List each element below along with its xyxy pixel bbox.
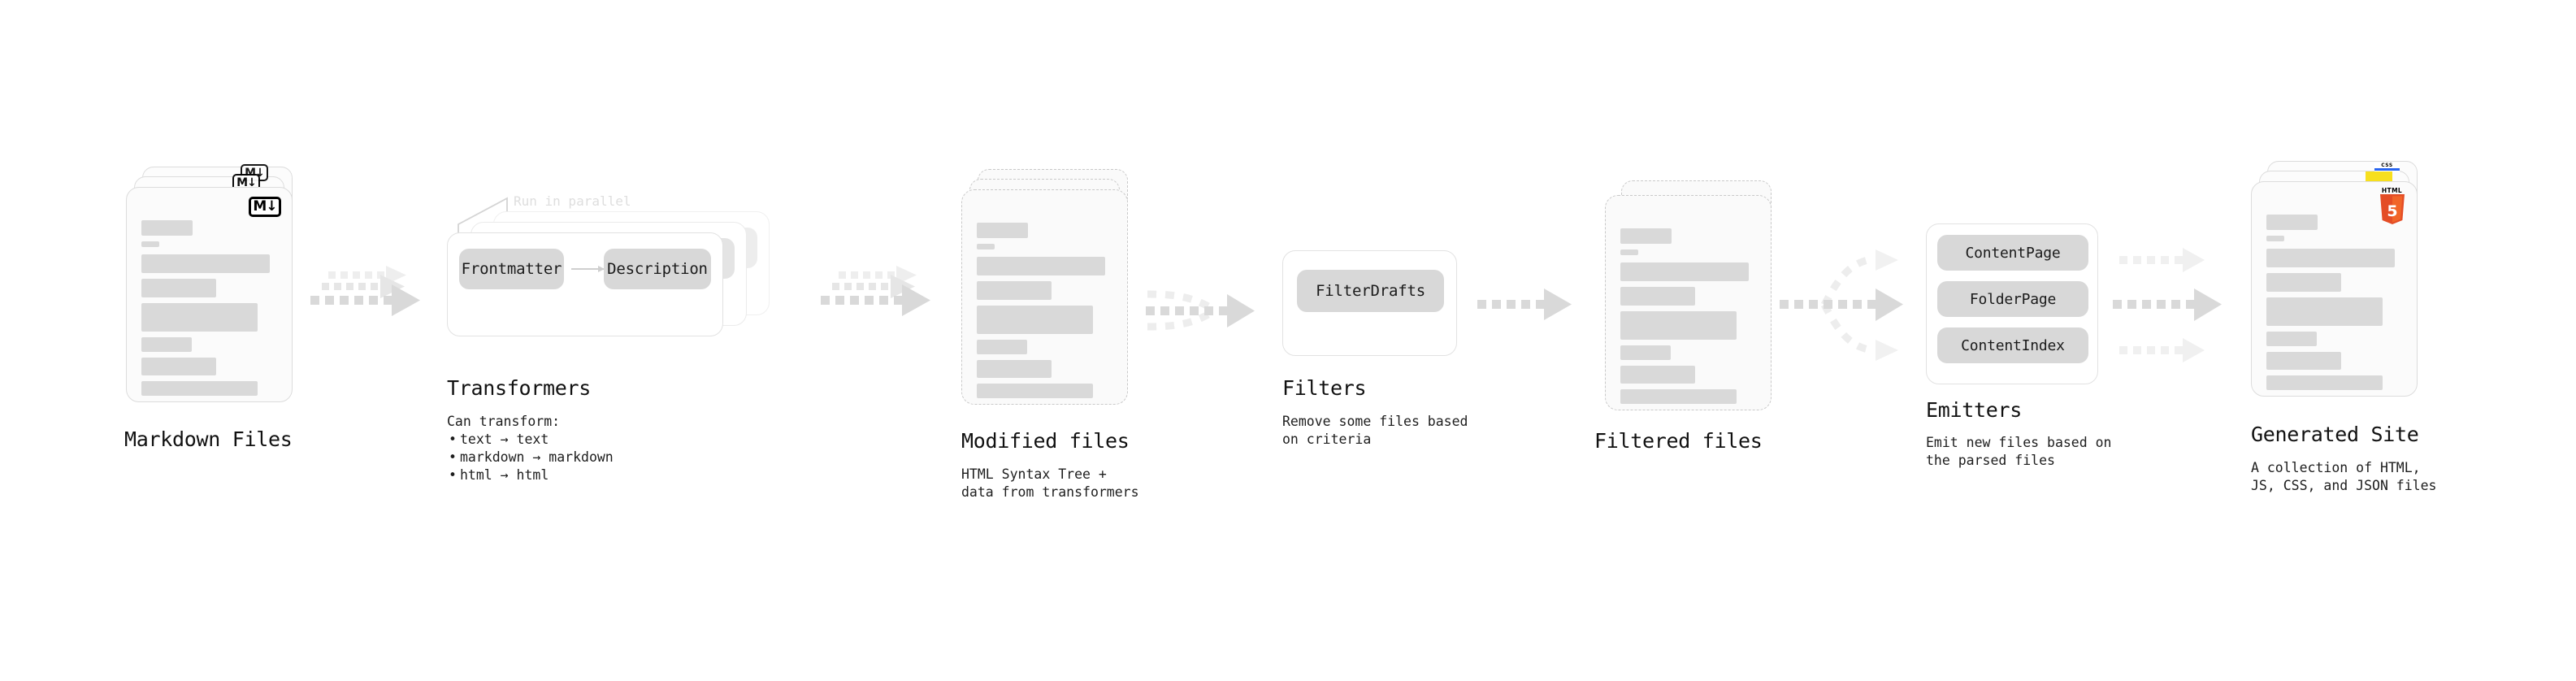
chip-contentpage[interactable]: ContentPage xyxy=(1937,235,2088,271)
connector-emitters-to-site xyxy=(2113,248,2222,362)
skeleton-bar xyxy=(2266,215,2318,230)
skeleton-bar xyxy=(2266,352,2341,370)
skeleton-bar xyxy=(977,340,1027,354)
css-badge-label: CSS xyxy=(2381,163,2393,168)
markdown-badge: M↓ xyxy=(249,197,281,217)
markdown-file-card: M↓ xyxy=(126,187,293,402)
description-emitters: Emit new files based on the parsed files xyxy=(1926,435,2112,468)
site-file-stack: CSS HTML 5 xyxy=(2251,161,2418,405)
stage-filters: FilterDrafts xyxy=(1282,250,1457,356)
chip-description[interactable]: Description xyxy=(604,249,711,289)
html5-badge: HTML 5 xyxy=(2375,187,2409,226)
html5-badge-label: HTML xyxy=(2381,187,2403,194)
skeleton-bar xyxy=(1620,228,1672,244)
skeleton-bar xyxy=(1620,287,1695,306)
label-run-in-parallel: Run in parallel xyxy=(514,193,631,209)
skeleton-bar xyxy=(1620,262,1749,281)
css-badge: CSS xyxy=(2374,163,2400,172)
skeleton-bar xyxy=(1620,311,1737,340)
skeleton-bar xyxy=(141,337,192,352)
description-filters: Remove some files based on criteria xyxy=(1282,414,1468,447)
modified-file-stack xyxy=(961,169,1128,413)
list-item: text → text xyxy=(449,431,614,449)
skeleton-bar xyxy=(2266,332,2317,346)
skeleton-bar xyxy=(141,220,193,236)
stage-generated-site: CSS HTML 5 xyxy=(2251,161,2418,405)
chip-frontmatter[interactable]: Frontmatter xyxy=(459,249,564,289)
site-file-card: HTML 5 xyxy=(2251,181,2418,397)
skeleton-bar xyxy=(141,303,258,332)
transformers-desc-list: text → text markdown → markdown html → h… xyxy=(447,431,614,484)
skeleton-bar xyxy=(977,281,1052,300)
skeleton-bar xyxy=(2266,273,2341,292)
stage-markdown-files: M↓ M↓ M↓ xyxy=(126,164,293,410)
skeleton-bar xyxy=(2266,297,2383,326)
description-modified-files: HTML Syntax Tree + data from transformer… xyxy=(961,466,1139,500)
chip-folderpage[interactable]: FolderPage xyxy=(1937,281,2088,317)
filtered-file-stack xyxy=(1605,180,1772,424)
label-filtered-files: Filtered files xyxy=(1594,429,1763,453)
transformers-description: Can transform: text → text markdown → ma… xyxy=(447,413,614,484)
emitters-card: ContentPage FolderPage ContentIndex xyxy=(1926,223,2098,384)
label-transformers: Transformers xyxy=(447,376,592,400)
skeleton-bar xyxy=(977,223,1028,238)
skeleton-bar xyxy=(141,381,258,396)
skeleton-bar xyxy=(141,254,270,273)
connector-transformers-to-modified xyxy=(821,266,930,316)
skeleton-bar xyxy=(1620,389,1737,404)
transformers-desc-lead: Can transform: xyxy=(447,414,561,429)
connector-markdown-to-transformers xyxy=(310,266,420,316)
modified-file-card xyxy=(961,189,1128,405)
skeleton-bar xyxy=(2266,236,2284,241)
skeleton-bar xyxy=(977,257,1105,275)
stage-modified-files xyxy=(961,169,1128,413)
transformer-card-front: Frontmatter Description xyxy=(447,232,723,336)
transform-arrow xyxy=(571,265,605,272)
label-emitters: Emitters xyxy=(1926,398,2023,422)
skeleton-bar xyxy=(1620,249,1638,255)
stage-filtered-files xyxy=(1605,180,1772,424)
skeleton-bar xyxy=(977,244,995,249)
label-generated-site: Generated Site xyxy=(2251,423,2419,446)
filters-card: FilterDrafts xyxy=(1282,250,1457,356)
skeleton-bar xyxy=(1620,345,1671,360)
filtered-file-card xyxy=(1605,195,1772,410)
connector-modified-to-filters xyxy=(1146,290,1255,331)
skeleton-bar xyxy=(141,279,216,297)
chip-contentindex[interactable]: ContentIndex xyxy=(1937,327,2088,363)
label-filters: Filters xyxy=(1282,376,1367,400)
stage-emitters: ContentPage FolderPage ContentIndex xyxy=(1926,223,2098,384)
markdown-badge-back-1: M↓ xyxy=(232,174,260,191)
description-generated-site: A collection of HTML, JS, CSS, and JSON … xyxy=(2251,460,2437,493)
label-modified-files: Modified files xyxy=(961,429,1130,453)
skeleton-bar xyxy=(977,306,1093,334)
html5-digit: 5 xyxy=(2387,202,2397,220)
skeleton-bar xyxy=(141,358,216,375)
skeleton-bar xyxy=(1620,366,1695,384)
label-markdown-files: Markdown Files xyxy=(124,427,293,451)
connector-filtered-to-emitters xyxy=(1780,249,1903,361)
skeleton-bar xyxy=(977,360,1052,378)
skeleton-bar xyxy=(977,384,1093,398)
css-badge-bar xyxy=(2374,168,2400,171)
skeleton-bar xyxy=(2266,249,2395,267)
html5-shield-icon: 5 xyxy=(2379,194,2406,225)
list-item: html → html xyxy=(449,466,614,484)
skeleton-bar xyxy=(141,241,159,247)
connector-filters-to-filtered xyxy=(1477,288,1572,320)
markdown-file-stack: M↓ M↓ M↓ xyxy=(126,164,293,410)
chip-filterdrafts[interactable]: FilterDrafts xyxy=(1297,270,1444,312)
skeleton-bar xyxy=(2266,375,2383,390)
list-item: markdown → markdown xyxy=(449,449,614,466)
